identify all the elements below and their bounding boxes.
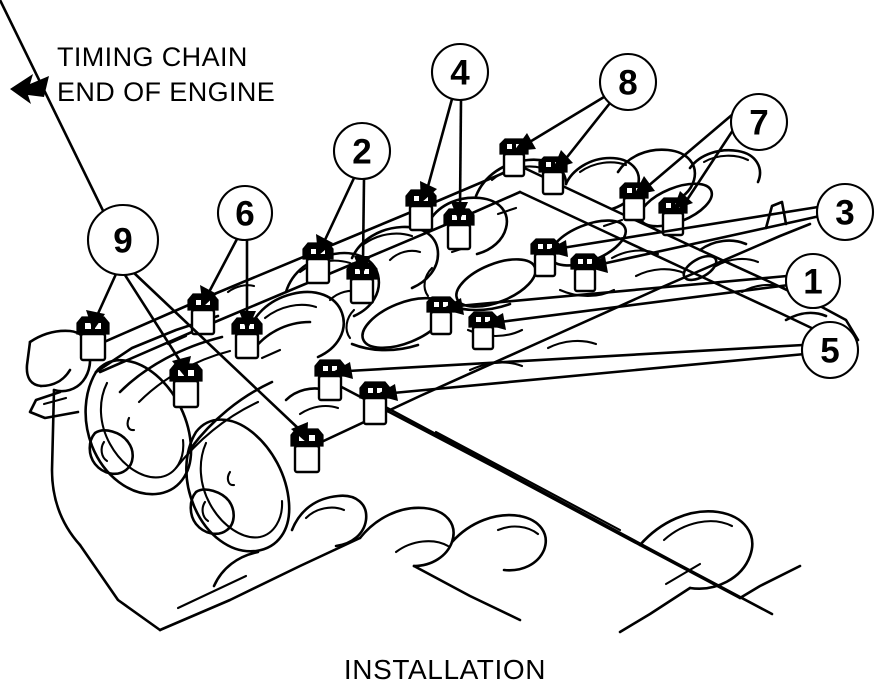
callout-2-label: 2 — [352, 133, 371, 172]
bolt-head — [426, 296, 456, 336]
bolt-head — [570, 253, 600, 293]
callout-3-label: 3 — [835, 194, 854, 233]
bolt-head — [658, 197, 688, 237]
callout-9-label: 9 — [113, 222, 132, 261]
bolt-head — [468, 311, 498, 351]
callout-4-label: 4 — [450, 54, 470, 93]
bolt-head — [359, 381, 391, 426]
callout-5[interactable]: 5 — [800, 320, 860, 380]
header-block: TIMING CHAIN END OF ENGINE — [10, 42, 275, 107]
header-line-2: END OF ENGINE — [57, 77, 275, 107]
header-line-1: TIMING CHAIN — [57, 42, 248, 72]
callout-3[interactable]: 3 — [815, 182, 875, 242]
callout-9[interactable]: 9 — [86, 203, 160, 277]
callout-1-label: 1 — [803, 263, 822, 302]
bolt-head — [314, 359, 346, 402]
leader-group — [0, 0, 821, 443]
callout-8-label: 8 — [618, 64, 637, 103]
callout-7[interactable]: 7 — [729, 92, 789, 152]
callout-4[interactable]: 4 — [430, 42, 490, 102]
callout-7-label: 7 — [749, 104, 768, 143]
callout-6-label: 6 — [235, 195, 254, 234]
callout-group: 9 6 2 4 8 7 3 — [86, 42, 875, 380]
callout-8[interactable]: 8 — [598, 52, 658, 112]
bolt-head — [530, 238, 560, 278]
engine-illustration — [25, 148, 860, 634]
callout-2[interactable]: 2 — [332, 121, 392, 181]
callout-1[interactable]: 1 — [784, 252, 842, 310]
caption-installation: INSTALLATION — [344, 654, 546, 685]
callout-5-label: 5 — [820, 332, 839, 371]
callout-6[interactable]: 6 — [216, 184, 274, 242]
